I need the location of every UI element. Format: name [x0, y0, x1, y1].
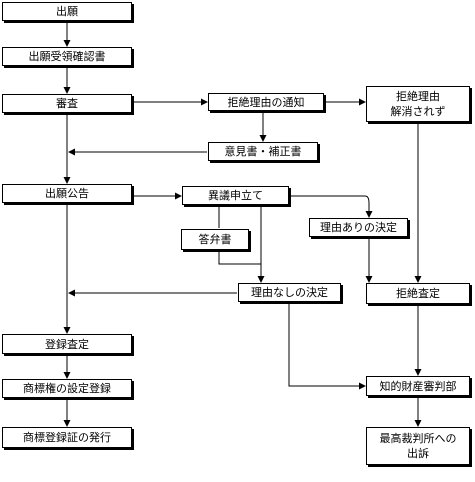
arrow-opposition-to-reason-exists — [289, 195, 373, 218]
node-written-opinion-amendment: 意見書・補正書 — [208, 142, 318, 161]
line-reply-to-no-reason — [218, 250, 261, 265]
node-application: 出願 — [2, 2, 132, 21]
node-receipt-confirmation: 出願受領確認書 — [2, 47, 132, 66]
node-no-reason-decision: 理由なしの決定 — [238, 283, 341, 302]
node-refusal-reason-unresolved: 拒絶理由 解消されず — [366, 86, 470, 122]
node-trademark-registration: 商標権の設定登録 — [2, 379, 132, 398]
node-notice-of-refusal-reasons: 拒絶理由の通知 — [208, 93, 324, 111]
node-reason-exists-decision: 理由ありの決定 — [309, 218, 408, 237]
node-publication: 出願公告 — [2, 184, 132, 203]
node-examination: 審査 — [2, 94, 132, 113]
node-ip-trial-department: 知的財産審判部 — [366, 376, 470, 396]
node-certificate-issuance: 商標登録証の発行 — [2, 427, 132, 448]
node-supreme-court-appeal: 最高裁判所への 出訴 — [366, 427, 470, 465]
node-decision-of-registration: 登録査定 — [2, 334, 132, 354]
arrow-no-reason-to-ip-dept — [288, 302, 366, 390]
node-opposition: 異議申立て — [182, 186, 289, 205]
node-decision-of-refusal: 拒絶査定 — [366, 283, 470, 304]
node-written-reply: 答弁書 — [181, 229, 249, 250]
